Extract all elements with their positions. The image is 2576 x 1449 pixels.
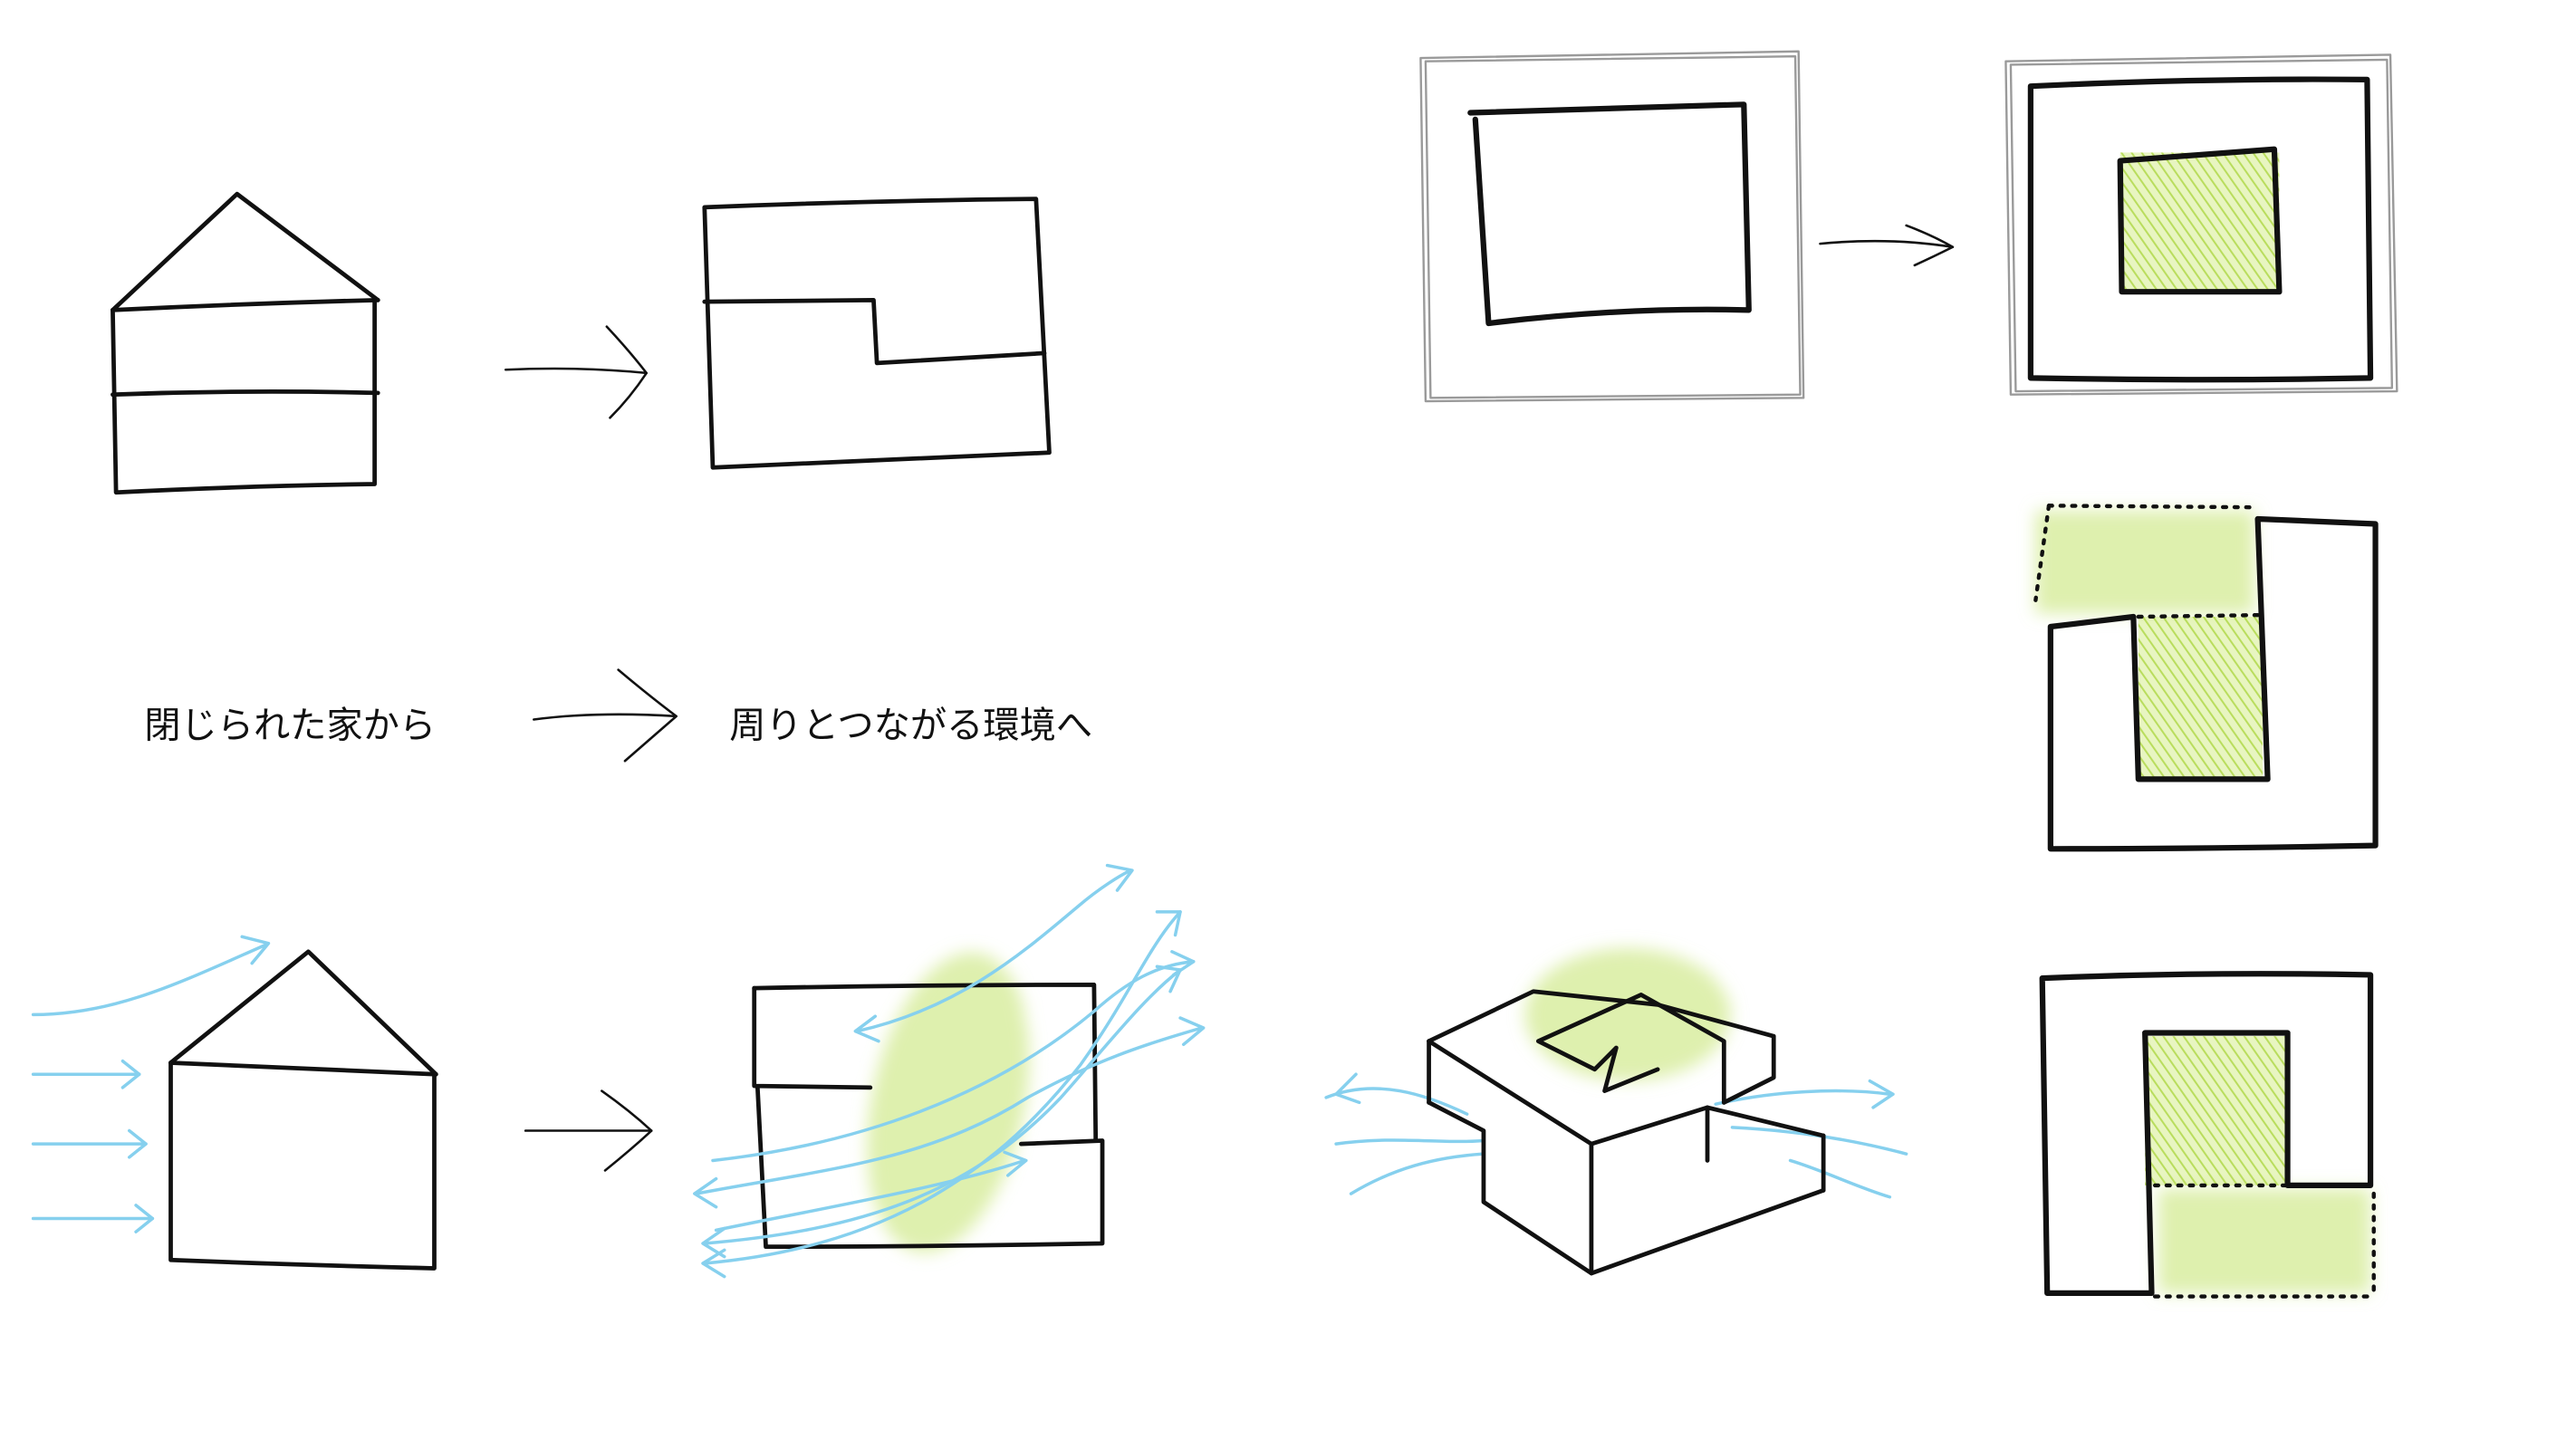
house-walls <box>168 1060 437 1271</box>
block-vertical-edges <box>1427 1039 1826 1276</box>
block-bottom-edges <box>1427 1100 1826 1276</box>
wind-arrowhead <box>1003 1150 1028 1177</box>
wind-arrowhead <box>701 1248 726 1279</box>
wind-arrowhead <box>134 1204 155 1233</box>
wind-arrowhead <box>240 935 271 965</box>
u-plan-outline <box>2047 515 2379 852</box>
caption-connected-environment: 周りとつながる環境へ <box>729 705 1092 747</box>
open-plan-with-wind <box>693 863 1206 1279</box>
courtyard-box-plan <box>2004 53 2398 396</box>
plan-split-floor-line <box>702 297 1047 366</box>
axonometric-courtyard-block <box>1324 948 1908 1276</box>
caption-row: 閉じられた家から 周りとつながる環境へ <box>144 668 1092 763</box>
wind-flow-1 <box>694 1026 1204 1195</box>
arrow-shaft <box>504 367 649 375</box>
courtyard-cutout <box>1535 993 1726 1105</box>
outside-green-boundary-top <box>2046 504 2257 510</box>
wind-flow-4 <box>855 868 1132 1033</box>
arrow-bottom-left <box>524 1089 653 1172</box>
wind-arrowhead <box>128 1128 148 1159</box>
outside-greenery <box>2035 510 2254 614</box>
greenery-patch <box>867 952 1030 1253</box>
courtyard-greenery <box>2138 617 2264 780</box>
plan-top-and-right-wall <box>752 983 1099 1143</box>
block-front-top-edge <box>1427 1039 1826 1147</box>
house-roof <box>168 949 438 1077</box>
house-eave-line <box>168 1060 438 1077</box>
arrow-head <box>1905 224 1955 267</box>
wind-arrowhead <box>1178 1016 1206 1047</box>
arrow-top-left <box>504 325 649 419</box>
wind-arrow-over-roof <box>31 943 267 1017</box>
wind-arrowhead <box>1868 1079 1895 1109</box>
outside-greenery <box>2158 1188 2371 1293</box>
wind-arrowhead <box>701 1226 726 1259</box>
wind-flow-3 <box>703 910 1182 1265</box>
wind-line-left-3 <box>1349 1152 1485 1195</box>
wind-arrowhead <box>1155 910 1182 937</box>
wind-line-left-2 <box>1334 1138 1485 1146</box>
wind-arrowhead <box>1334 1072 1361 1105</box>
wind-arrowhead <box>853 1014 880 1043</box>
house-floor-line <box>111 389 380 398</box>
arrow-top-right <box>1819 224 1955 267</box>
plan-outline <box>702 197 1052 470</box>
outside-green-boundary-side <box>2033 504 2052 602</box>
u-plan-open-top <box>2033 504 2379 852</box>
courtyard-greenery <box>1524 948 1731 1081</box>
wind-arrowhead <box>120 1059 141 1089</box>
courtyard-greenery <box>2145 1036 2288 1185</box>
wind-line-right-3 <box>1788 1158 1892 1199</box>
arrow-shaft <box>1819 239 1955 249</box>
wind-line-right-1 <box>1714 1089 1892 1106</box>
courtyard-opening-line <box>2136 612 2260 619</box>
caption-closed-house: 閉じられた家から <box>144 705 436 747</box>
courtyard-greenery <box>2119 152 2280 293</box>
wind-against-house <box>31 935 271 1233</box>
open-plan-section <box>702 197 1052 470</box>
wind-line-right-2 <box>1730 1126 1908 1156</box>
block-top-outer-edge <box>1427 989 1776 1105</box>
caption-arrow-head <box>617 668 678 763</box>
wind-line-left-1 <box>1324 1087 1469 1116</box>
house-roof <box>111 191 380 312</box>
caption-arrow-shaft <box>533 713 678 721</box>
sheet-frame-offset <box>2009 58 2394 393</box>
closed-box-plan <box>1419 50 1805 403</box>
arrow-head <box>605 325 649 419</box>
house-eave-line <box>111 297 380 312</box>
wind-flow-6 <box>711 960 1196 1163</box>
plan-left-wall-and-partition <box>752 985 873 1090</box>
wind-arrowhead <box>1170 950 1196 977</box>
sheet-frame-offset <box>1424 55 1802 399</box>
wind-flow-5 <box>714 1158 1026 1233</box>
wind-flow-2 <box>703 968 1182 1245</box>
closed-house-elevation <box>168 949 438 1271</box>
box-outline <box>1467 101 1752 327</box>
wind-arrowhead <box>693 1176 718 1209</box>
u-plan-open-bottom <box>2039 971 2376 1299</box>
box-outline <box>2027 76 2374 383</box>
arrow-head <box>601 1089 653 1172</box>
sheet-frame <box>1419 50 1805 403</box>
wind-arrowhead <box>1105 863 1134 892</box>
courtyard-outline <box>2117 146 2283 295</box>
house-walls <box>111 297 377 495</box>
sheet-frame <box>2004 53 2398 396</box>
u-plan-outline <box>2039 971 2374 1297</box>
closed-house-section <box>111 191 380 495</box>
